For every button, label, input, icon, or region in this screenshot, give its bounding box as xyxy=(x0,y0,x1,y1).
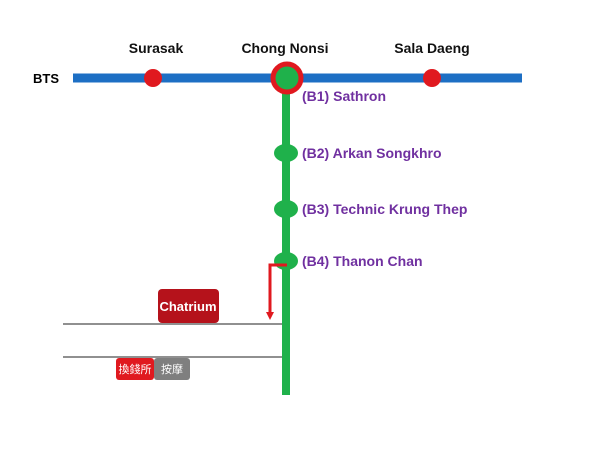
stop-b4: (B4) Thanon Chan xyxy=(274,252,423,270)
hotel-label: Chatrium xyxy=(159,299,216,314)
stop-label: (B1) Sathron xyxy=(302,88,386,104)
stop-b3: (B3) Technic Krung Thep xyxy=(274,200,467,218)
stop-label: (B4) Thanon Chan xyxy=(302,253,423,269)
station-sala-daeng: Sala Daeng xyxy=(394,40,470,87)
station-label: Sala Daeng xyxy=(394,40,469,56)
stop-label: (B3) Technic Krung Thep xyxy=(302,201,467,217)
station-label: Surasak xyxy=(129,40,184,56)
money-exchange-label: 換錢所 xyxy=(119,362,152,376)
station-chong-nonsi: Chong Nonsi xyxy=(241,40,329,95)
station-label: Chong Nonsi xyxy=(241,40,328,56)
turn-arrow xyxy=(266,263,287,320)
stop-label: (B2) Arkan Songkhro xyxy=(302,145,442,161)
bts-line-label: BTS xyxy=(33,71,59,86)
hotel-chatrium: Chatrium xyxy=(158,289,219,323)
stop-b2: (B2) Arkan Songkhro xyxy=(274,144,442,162)
massage-label: 按摩 xyxy=(161,362,183,376)
massage-sign: 按摩 xyxy=(154,358,190,380)
money-exchange-sign: 換錢所 xyxy=(116,358,154,380)
stop-b1: (B1) Sathron xyxy=(302,88,386,104)
station-surasak: Surasak xyxy=(129,40,184,87)
